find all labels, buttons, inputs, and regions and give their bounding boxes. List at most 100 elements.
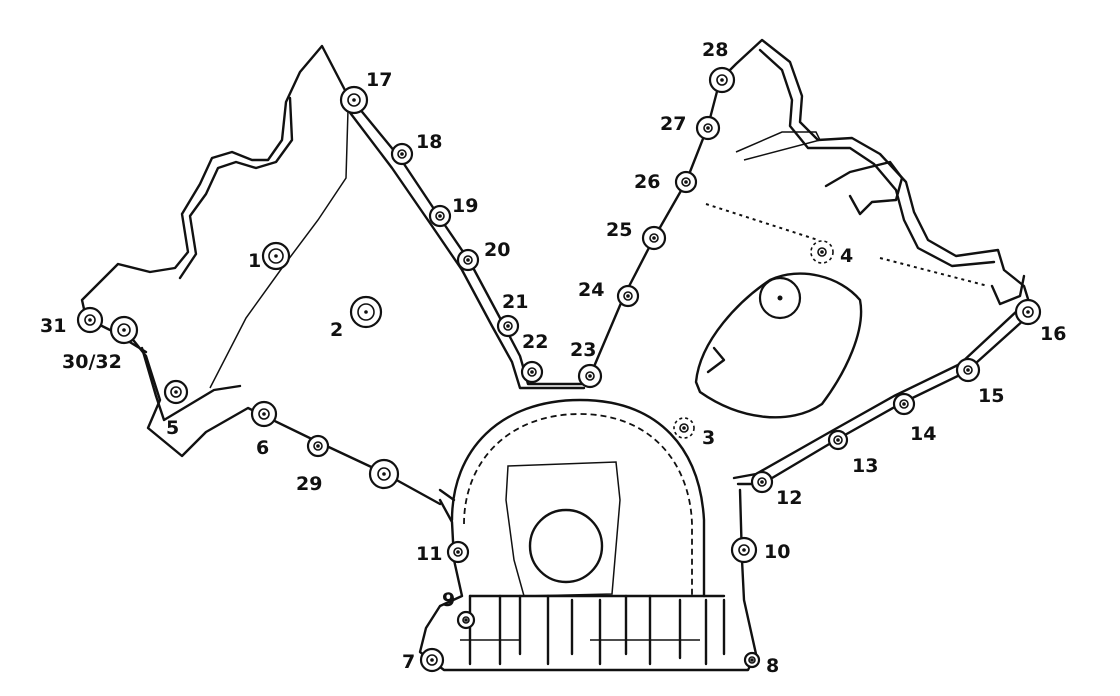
callout-4: 4 xyxy=(840,245,853,267)
cover-outline xyxy=(80,38,1034,672)
callouts: 1 2 3 4 5 6 7 8 9 10 11 12 13 14 15 16 1… xyxy=(40,39,1066,677)
boss-27-center xyxy=(706,126,710,130)
callout-10: 10 xyxy=(764,541,790,563)
boss-27 xyxy=(695,115,721,141)
boss-2-center xyxy=(364,310,368,314)
boss-19 xyxy=(428,204,452,228)
callout-21: 21 xyxy=(502,291,528,313)
boss-22-center xyxy=(530,370,534,374)
boss-4 xyxy=(810,240,834,264)
boss-4-center xyxy=(820,250,824,254)
callout-15: 15 xyxy=(978,385,1004,407)
boss-30-32 xyxy=(109,315,139,345)
boss-10 xyxy=(730,536,758,564)
boss-5 xyxy=(163,379,189,405)
boss-6 xyxy=(250,400,278,428)
boss-23-center xyxy=(588,374,592,378)
boss-14-center xyxy=(902,402,906,406)
boss-24-center xyxy=(626,294,630,298)
boss-25 xyxy=(641,225,667,251)
boss-7 xyxy=(419,647,445,673)
boss-21 xyxy=(496,314,520,338)
boss-20 xyxy=(456,248,480,272)
boss-28-center xyxy=(720,78,724,82)
callout-12: 12 xyxy=(776,487,802,509)
boss-18-center xyxy=(400,152,404,156)
boss-18 xyxy=(390,142,414,166)
boss-29-center xyxy=(316,444,320,448)
callout-19: 19 xyxy=(452,195,478,217)
callout-31: 31 xyxy=(40,315,66,337)
bolt-bosses xyxy=(76,66,1042,673)
boss-15-center xyxy=(966,368,970,372)
boss-extra-29b xyxy=(368,458,400,490)
boss-9 xyxy=(456,610,476,630)
callout-9: 9 xyxy=(442,589,455,611)
callout-16: 16 xyxy=(1040,323,1066,345)
boss-13-center xyxy=(836,438,840,442)
callout-30-32: 30/32 xyxy=(62,351,122,373)
boss-22 xyxy=(520,360,544,384)
boss-9-center xyxy=(464,618,468,622)
boss-8-center xyxy=(750,658,754,662)
boss-3-center xyxy=(682,426,686,430)
boss-19-center xyxy=(438,214,442,218)
callout-7: 7 xyxy=(402,651,415,673)
callout-17: 17 xyxy=(366,69,392,91)
boss-8 xyxy=(743,651,761,669)
boss-15 xyxy=(955,357,981,383)
callout-5: 5 xyxy=(166,417,179,439)
boss-1-center xyxy=(274,254,278,258)
boss-11 xyxy=(446,540,470,564)
boss-24 xyxy=(616,284,640,308)
boss-23 xyxy=(577,363,603,389)
boss-17-center xyxy=(352,98,356,102)
boss-10-center xyxy=(742,548,746,552)
callout-25: 25 xyxy=(606,219,632,241)
callout-6: 6 xyxy=(256,437,269,459)
callout-28: 28 xyxy=(702,39,728,61)
boss-16 xyxy=(1014,298,1042,326)
boss-7-center xyxy=(430,658,434,662)
boss-12-center xyxy=(760,480,764,484)
boss-extra-29b-center xyxy=(382,472,386,476)
boss-26-center xyxy=(684,180,688,184)
boss-3 xyxy=(673,417,695,439)
callout-26: 26 xyxy=(634,171,660,193)
boss-12 xyxy=(750,470,774,494)
boss-2 xyxy=(349,295,383,329)
callout-20: 20 xyxy=(484,239,510,261)
boss-20-center xyxy=(466,258,470,262)
callout-18: 18 xyxy=(416,131,442,153)
boss-17 xyxy=(339,85,369,115)
callout-22: 22 xyxy=(522,331,548,353)
boss-5-center xyxy=(174,390,178,394)
boss-21-center xyxy=(506,324,510,328)
callout-13: 13 xyxy=(852,455,878,477)
boss-16-center xyxy=(1026,310,1030,314)
boss-25-center xyxy=(652,236,656,240)
callout-2: 2 xyxy=(330,319,343,341)
callout-27: 27 xyxy=(660,113,686,135)
boss-6-center xyxy=(262,412,266,416)
callout-3: 3 xyxy=(702,427,715,449)
callout-1: 1 xyxy=(248,250,261,272)
callout-24: 24 xyxy=(578,279,604,301)
boss-29 xyxy=(306,434,330,458)
callout-29: 29 xyxy=(296,473,322,495)
boss-14 xyxy=(892,392,916,416)
callout-11: 11 xyxy=(416,543,442,565)
boss-31-center xyxy=(88,318,92,322)
callout-14: 14 xyxy=(910,423,936,445)
callout-8: 8 xyxy=(766,655,779,677)
callout-23: 23 xyxy=(570,339,596,361)
boss-1 xyxy=(261,241,291,271)
boss-13 xyxy=(827,429,849,451)
boss-30-32-center xyxy=(122,328,126,332)
boss-28 xyxy=(708,66,736,94)
boss-31 xyxy=(76,306,104,334)
boss-26 xyxy=(674,170,698,194)
boss-11-center xyxy=(456,550,460,554)
